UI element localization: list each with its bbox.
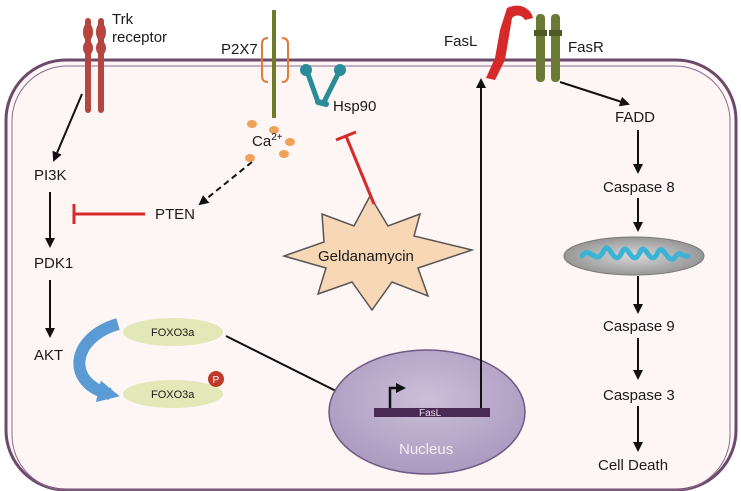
foxo3a-top-shape (123, 318, 223, 346)
pdk1-label: PDK1 (34, 255, 73, 272)
arrow-fasr-fadd (559, 81, 630, 107)
fasl-gene-bar (374, 408, 490, 417)
foxo3a-bottom-label: FOXO3a (151, 389, 195, 401)
fasl-ligand-icon (486, 5, 533, 80)
fasr-receptor-icon (534, 14, 562, 82)
p2x7-channel-icon (261, 10, 289, 118)
caspase8-label: Caspase 8 (603, 179, 675, 196)
geldanamycin-label: Geldanamycin (318, 248, 414, 265)
fadd-label: FADD (615, 109, 655, 126)
cell-death-label: Cell Death (598, 457, 668, 474)
foxo3a-bottom-shape (123, 380, 223, 408)
foxo3a-top-label: FOXO3a (151, 327, 195, 339)
nucleus-label: Nucleus (399, 441, 453, 458)
calcium-label: Ca2+ (252, 132, 283, 150)
caspase3-label: Caspase 3 (603, 387, 675, 404)
hsp90-icon (300, 64, 346, 107)
fasl-gene-label: FasL (419, 408, 442, 419)
phosphate-label: P (213, 375, 220, 386)
caspase9-label: Caspase 9 (603, 318, 675, 335)
cell-membrane-inner (11, 65, 731, 491)
pi3k-label: PI3K (34, 167, 67, 184)
fasl-top-label: FasL (444, 33, 477, 50)
fasr-label: FasR (568, 39, 604, 56)
mitochondrion-icon (563, 236, 705, 276)
geldanamycin-inhibition-bar (335, 130, 357, 142)
trk-label-line1: Trk (112, 11, 134, 28)
geldanamycin-inhibition-line (344, 135, 376, 205)
trk-receptor-icon (83, 18, 106, 113)
akt-phosphorylation-arrow (73, 318, 120, 403)
p2x7-label: P2X7 (221, 41, 258, 58)
arrow-calcium-pten (198, 161, 253, 206)
hsp90-label: Hsp90 (333, 98, 376, 115)
trk-label-line2: receptor (112, 29, 167, 46)
transcription-start-icon (388, 383, 406, 408)
akt-label: AKT (34, 347, 63, 364)
calcium-ions-icon (245, 120, 295, 162)
pten-label: PTEN (155, 206, 195, 223)
phosphate-icon (208, 371, 224, 387)
geldanamycin-star-icon (281, 194, 475, 312)
arrow-trk-pi3k (52, 93, 83, 162)
